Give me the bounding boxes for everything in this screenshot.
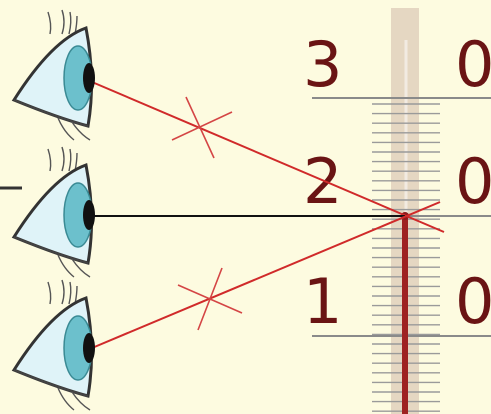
eye-icon xyxy=(11,9,95,141)
cross-mark-icon xyxy=(171,96,233,159)
sight-line-low xyxy=(91,201,441,349)
scale-label-right-bottom: 0 xyxy=(455,265,491,338)
eye-icon xyxy=(11,146,95,278)
cross-mark-icon xyxy=(177,267,243,331)
scale-label-2: 2 xyxy=(303,145,342,218)
scale-label-3: 3 xyxy=(303,28,342,101)
sight-line-high xyxy=(91,81,445,233)
scale-label-1: 1 xyxy=(303,265,342,338)
scale-label-right-middle: 0 xyxy=(455,145,491,218)
eye-icon xyxy=(11,279,95,411)
scale-label-right-top: 0 xyxy=(455,28,491,101)
